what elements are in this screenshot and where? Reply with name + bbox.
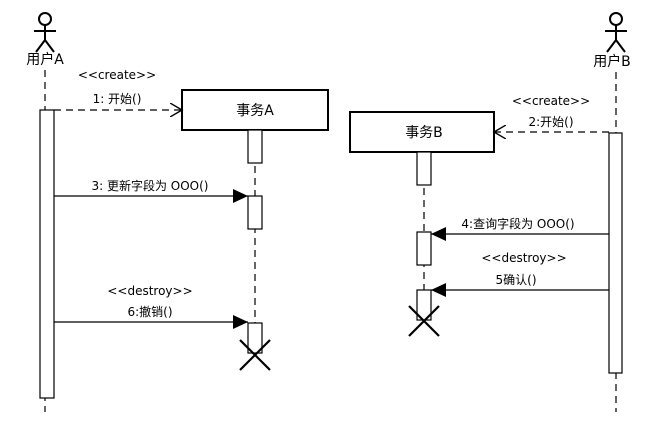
object-box-tx-b	[349, 111, 495, 153]
object-label-tx-a: 事务A	[236, 103, 274, 119]
stick-figure-icon	[34, 12, 56, 53]
message-label-5: 5确认()	[496, 273, 537, 287]
activation-bar-tx-b-2	[416, 231, 432, 266]
activation-bar-tx-b-1	[416, 151, 432, 186]
message-label-6: 6:撤销()	[127, 304, 172, 319]
actor-user-a: 用户A	[26, 12, 64, 68]
message-stereotype-1: <<create>>	[78, 68, 156, 82]
activation-bar-tx-a-3	[247, 322, 263, 354]
actor-label-user-b: 用户B	[593, 53, 631, 70]
actor-user-b: 用户B	[593, 12, 631, 70]
message-stereotype-6: <<destroy>>	[107, 284, 192, 298]
message-stereotype-2: <<create>>	[512, 94, 590, 108]
message-label-1: 1: 开始()	[93, 92, 142, 106]
object-label-tx-b: 事务B	[405, 125, 443, 141]
message-label-2: 2:开始()	[528, 115, 573, 129]
message-stereotype-5: <<destroy>>	[481, 251, 566, 265]
destroy-marker-tx-a	[239, 339, 271, 371]
message-label-4: 4:查询字段为 OOO()	[461, 216, 574, 231]
message-label-3: 3: 更新字段为 OOO()	[91, 178, 208, 193]
actor-label-user-a: 用户A	[26, 51, 64, 68]
object-box-tx-a	[181, 89, 329, 131]
activation-bar-tx-a-1	[247, 129, 263, 164]
activation-bar-user-b	[608, 132, 623, 374]
stick-figure-icon	[605, 12, 627, 53]
activation-bar-user-a	[39, 109, 55, 399]
activation-bar-tx-a-2	[247, 195, 263, 230]
destroy-marker-tx-b	[408, 305, 440, 337]
